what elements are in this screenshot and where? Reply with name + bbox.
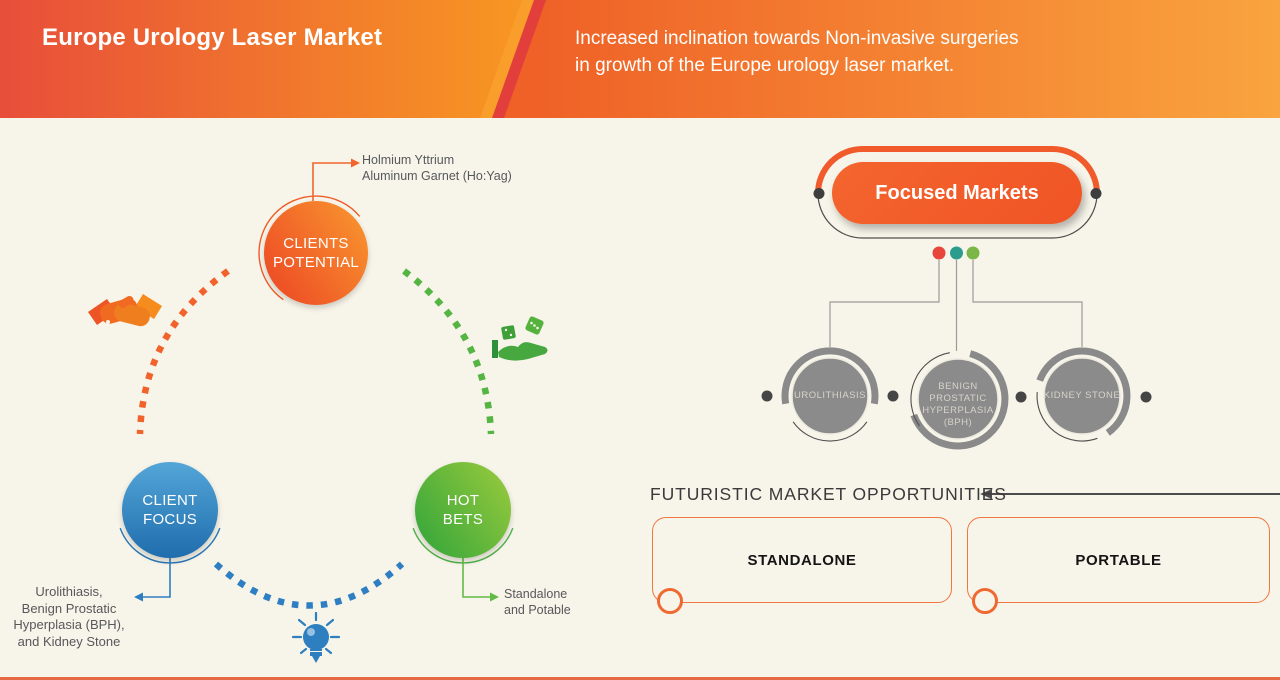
side-dot-1 — [761, 390, 773, 402]
opportunity-ring-standalone — [657, 588, 683, 614]
node-client-focus: CLIENT FOCUS — [122, 462, 218, 558]
market-label-bph: BENIGN PROSTATIC HYPERPLASIA (BPH) — [922, 381, 994, 428]
lightbulb-icon — [291, 611, 341, 663]
opportunity-box-standalone: STANDALONE — [652, 517, 952, 603]
tree-line-left — [829, 260, 940, 347]
focused-markets-title: Focused Markets — [875, 181, 1039, 204]
side-dot-3 — [1015, 391, 1027, 403]
market-circle-kidney-stone — [1036, 347, 1131, 442]
side-dot-2 — [887, 390, 899, 402]
market-circle-bph — [910, 350, 1009, 450]
annotation-urolithiasis: Urolithiasis, Benign Prostatic Hyperplas… — [13, 584, 125, 649]
page-title: Europe Urology Laser Market — [42, 24, 383, 51]
capsule-right-dot — [1090, 188, 1102, 199]
capsule-bottom-arc — [817, 193, 1098, 239]
hot-bets-callout-arrow — [490, 592, 499, 602]
capsule-left-dot — [813, 188, 825, 199]
header-banner: Europe Urology Laser Market Increased in… — [0, 0, 1280, 118]
client-focus-callout-arrow — [134, 592, 143, 602]
dice-hand-icon — [492, 316, 548, 361]
market-label-kidney-stone: KIDNEY STONE — [1043, 390, 1121, 401]
node-clients-potential: CLIENTS POTENTIAL — [264, 201, 368, 305]
dotted-arc-orange — [136, 268, 230, 435]
opportunities-heading: FUTURISTIC MARKET OPPORTUNITIES — [650, 484, 1007, 504]
annotation-holmium: Holmium Yttrium Aluminum Garnet (Ho:Yag) — [362, 153, 512, 183]
dot-green — [966, 246, 980, 260]
market-label-urolithiasis: UROLITHIASIS — [794, 390, 866, 401]
node-clients-potential-label: CLIENTS POTENTIAL — [272, 234, 360, 272]
tree-line-right — [972, 260, 1083, 347]
dotted-arc-blue — [213, 561, 405, 609]
node-hot-bets: HOT BETS — [415, 462, 511, 558]
page-subtitle: Increased inclination towards Non-invasi… — [575, 28, 1019, 76]
node-hot-bets-label: HOT BETS — [442, 491, 484, 529]
dot-teal — [950, 246, 963, 260]
header-right-panel — [503, 0, 1280, 118]
opportunity-box-portable: PORTABLE — [967, 517, 1270, 603]
node-client-focus-label: CLIENT FOCUS — [142, 491, 198, 529]
annotation-standalone-potable: Standalone and Potable — [504, 587, 571, 617]
capsule-top-arc — [815, 146, 1100, 197]
clients-potential-callout-arrow — [351, 158, 360, 168]
opportunity-standalone-label: STANDALONE — [747, 551, 857, 569]
side-dot-4 — [1140, 391, 1152, 403]
heading-arrow-head — [980, 489, 992, 499]
footer-accent-bar — [0, 677, 1280, 680]
opportunity-ring-portable — [972, 588, 998, 614]
hot-bets-callout-line — [462, 558, 490, 598]
handshake-icon — [88, 294, 162, 332]
client-focus-callout-line — [143, 558, 171, 598]
focused-markets-pill: Focused Markets — [832, 162, 1082, 224]
dot-red — [932, 246, 946, 260]
opportunity-portable-label: PORTABLE — [1075, 551, 1162, 569]
clients-potential-ring-arc — [258, 195, 361, 301]
dotted-arc-green — [402, 268, 495, 435]
market-circle-urolithiasis — [781, 347, 879, 442]
clients-potential-callout-line — [312, 162, 351, 201]
